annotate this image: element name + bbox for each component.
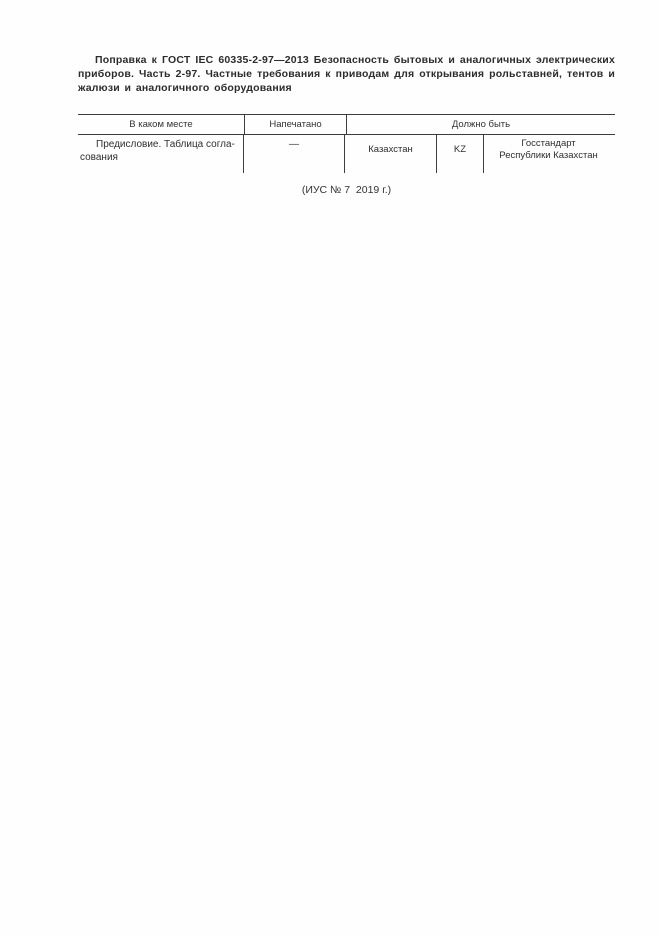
should-be-country: Казахстан [345, 135, 437, 173]
cell-printed-dash: — [244, 135, 345, 173]
should-be-authority: Госстандарт Республики Казахстан [484, 135, 613, 173]
column-header-printed: Напечатано [245, 115, 347, 134]
page-content: Поправка к ГОСТ IEC 60335-2-97—2013 Безо… [78, 53, 615, 196]
column-header-location: В каком месте [78, 115, 245, 134]
amendment-heading: Поправка к ГОСТ IEC 60335-2-97—2013 Безо… [78, 54, 615, 94]
column-header-should-be: Должно быть [451, 119, 511, 130]
ius-reference: (ИУС № 7 2019 г.) [301, 184, 392, 196]
authority-line1: Госстандарт [521, 138, 576, 149]
location-text-line2: сования [80, 151, 118, 163]
corrections-table: В каком месте Напечатано Должно быть Пре… [78, 114, 615, 173]
cell-location: Предисловие. Таблица согла- сования [78, 135, 244, 173]
table-header-row: В каком месте Напечатано Должно быть [78, 115, 615, 135]
table-row: Предисловие. Таблица согла- сования — Ка… [78, 135, 615, 173]
should-be-code: KZ [437, 135, 484, 173]
location-text-line1: Предисловие. Таблица согла- [96, 139, 235, 150]
cell-should-be: Казахстан KZ Госстандарт Республики Каза… [345, 135, 613, 173]
authority-line2: Республики Казахстан [499, 150, 598, 161]
